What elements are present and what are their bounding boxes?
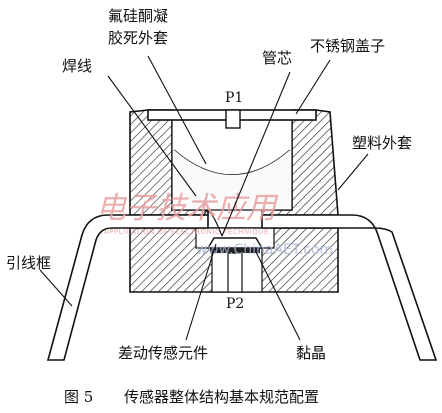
watermark: 电子技术应用 APPLICATION OF ELECTRONIC TECHNIQ… (96, 191, 333, 258)
lead-frame-right (261, 214, 438, 361)
sensor-die (206, 237, 264, 293)
label-steel-cap: 不锈钢盖子 (310, 37, 385, 55)
watermark-subtitle: APPLICATION OF ELECTRONIC TECHNIQUE (104, 228, 269, 236)
leader-plastic-housing (337, 153, 369, 191)
leader-tube-core (221, 71, 291, 237)
leader-die-attach (255, 251, 301, 341)
leader-lines (39, 55, 369, 341)
die-attach-layer (210, 248, 260, 253)
lead-frame-left (46, 214, 209, 361)
lead-frame (46, 214, 438, 361)
label-diff-sensor: 差动传感元件 (118, 344, 208, 362)
leader-steel-cap (295, 59, 331, 115)
p1-port-hole (225, 109, 241, 129)
caption-text: 传感器整体结构基本规范配置 (124, 388, 319, 406)
label-gel-line1: 氟硅酮凝 (108, 7, 168, 25)
bond-wire (203, 210, 223, 237)
label-bond-wire: 焊线 (62, 57, 92, 75)
gel-fill (174, 150, 290, 208)
label-gel-line2: 胶死外套 (108, 29, 168, 47)
leader-lead-frame (39, 269, 73, 307)
diff-sensor-element (206, 237, 264, 249)
leader-bond-wire (107, 75, 197, 197)
steel-cap (147, 109, 317, 129)
watermark-title: 电子技术应用 (96, 191, 279, 226)
label-tube-core: 管芯 (262, 49, 292, 67)
label-port-p1: P1 (225, 90, 243, 106)
label-port-p2: P2 (226, 296, 244, 312)
label-plastic-housing: 塑料外套 (352, 134, 412, 152)
leader-diff-sensor (185, 243, 217, 341)
caption-number: 图 5 (64, 388, 93, 406)
p2-port-hole (227, 252, 243, 293)
watermark-url: www.ChinaAET.com (196, 242, 333, 258)
label-lead-frame: 引线框 (6, 254, 51, 272)
leader-gel (147, 55, 207, 165)
label-die-attach: 黏晶 (296, 344, 326, 362)
